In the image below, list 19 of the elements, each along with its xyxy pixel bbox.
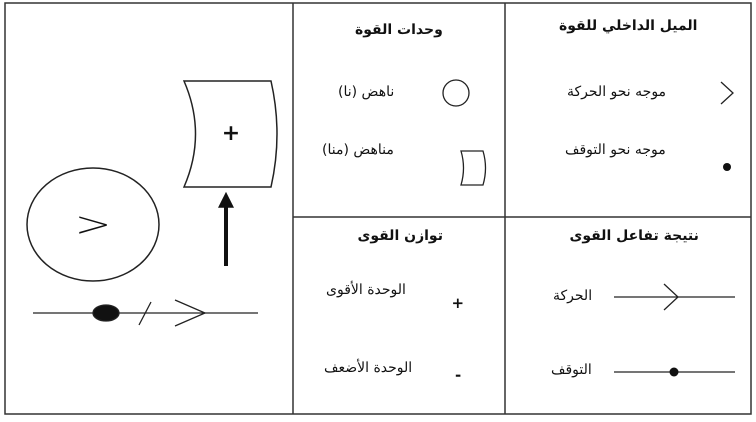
- column-heading: نتيجة تفاعل القوى: [570, 228, 699, 245]
- column-heading: الميل الداخلي للقوة: [559, 18, 698, 35]
- legend-text: موجه نحو التوقف: [565, 142, 666, 159]
- legend-text: التوقف: [551, 362, 592, 379]
- legend-text: الحركة: [553, 288, 592, 305]
- arrow: [218, 192, 234, 266]
- circle-node: [26, 167, 160, 282]
- chevron-symbol: >: [74, 206, 112, 242]
- legend-text: الوحدة الأضعف: [324, 360, 412, 377]
- column-heading: توازن القوى: [358, 228, 443, 245]
- plus-sign: +: [452, 294, 464, 312]
- plus-sign: +: [222, 123, 240, 145]
- concave-box-node: [183, 80, 279, 188]
- legend-text: الوحدة الأقوى: [326, 282, 406, 299]
- legend-text: موجه نحو الحركة: [567, 84, 666, 101]
- legend-text: ناهض (نا): [338, 84, 394, 101]
- column-heading: وحدات القوة: [355, 22, 443, 39]
- minus-sign: -: [455, 366, 462, 384]
- legend-text: مناهض (منا): [322, 142, 394, 159]
